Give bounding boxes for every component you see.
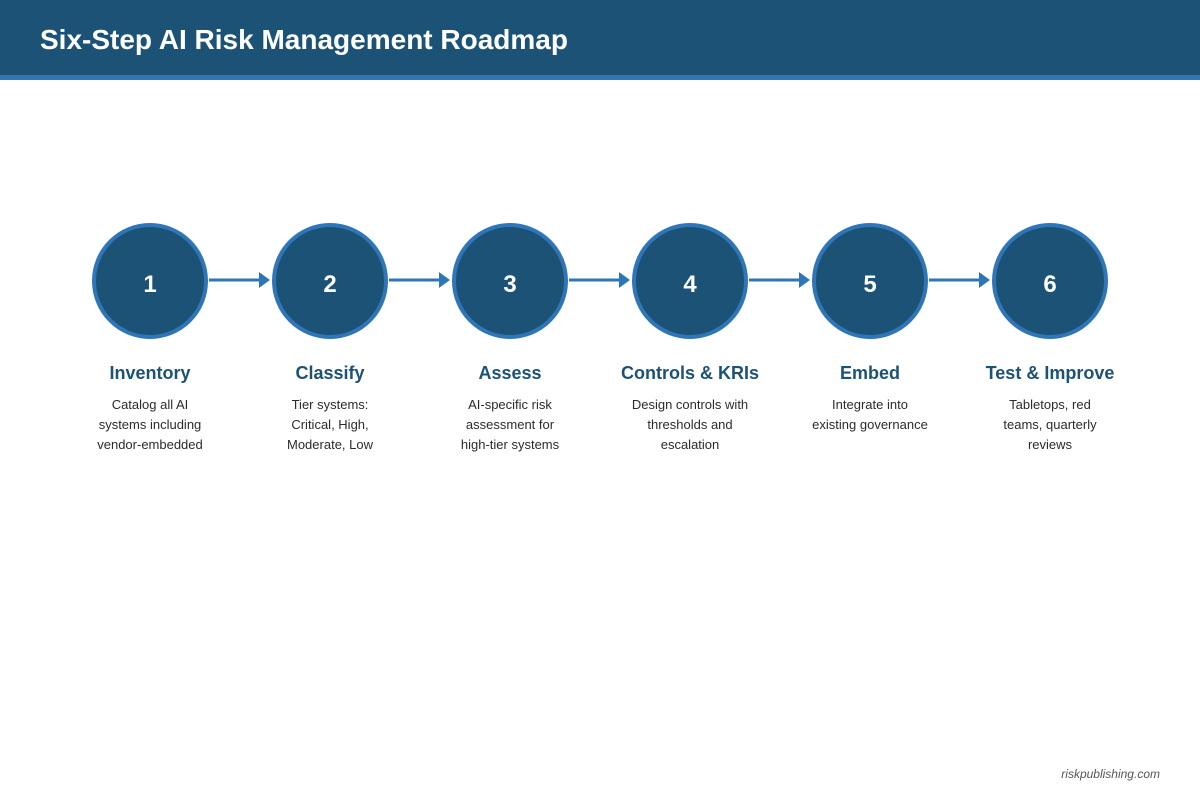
step-3: 3 Assess AI-specific risk assessment for… — [420, 223, 600, 455]
step-title: Inventory — [109, 363, 191, 383]
step-title: Controls & KRIs — [620, 363, 759, 383]
step-title: Classify — [295, 363, 365, 383]
step-5: 5 Embed Integrate into existing governan… — [780, 223, 960, 435]
header-bar: Six-Step AI Risk Management Roadmap — [0, 0, 1200, 75]
step-number-circle: 2 — [272, 223, 388, 339]
step-title: Assess — [478, 363, 542, 383]
step-4: 4 Controls & KRIs Design controls with t… — [600, 223, 780, 455]
step-title: Embed — [839, 363, 900, 383]
step-description: Design controls with thresholds and esca… — [631, 397, 749, 452]
step-description: Tier systems: Critical, High, Moderate, … — [287, 397, 373, 452]
step-description: Integrate into existing governance — [812, 397, 928, 432]
step-description: Tabletops, red teams, quarterly reviews — [1003, 397, 1097, 452]
step-number-circle: 6 — [992, 223, 1108, 339]
step-title: Test & Improve — [985, 363, 1115, 383]
step-2: 2 Classify Tier systems: Critical, High,… — [240, 223, 420, 455]
source-credit: riskpublishing.com — [1061, 767, 1160, 781]
arrow-right-icon — [569, 272, 630, 288]
step-description: Catalog all AI systems including vendor-… — [97, 397, 203, 452]
header-divider — [0, 75, 1200, 80]
arrow-right-icon — [929, 272, 990, 288]
step-number-circle: 3 — [452, 223, 568, 339]
arrow-right-icon — [389, 272, 450, 288]
arrow-right-icon — [749, 272, 810, 288]
page-title: Six-Step AI Risk Management Roadmap — [40, 24, 568, 55]
step-number-circle: 5 — [812, 223, 928, 339]
step-6: 6 Test & Improve Tabletops, red teams, q… — [960, 223, 1140, 455]
step-number-circle: 1 — [92, 223, 208, 339]
step-1: 1 Inventory Catalog all AI systems inclu… — [60, 223, 240, 455]
step-description: AI-specific risk assessment for high-tie… — [460, 397, 560, 452]
step-number-circle: 4 — [632, 223, 748, 339]
arrow-right-icon — [209, 272, 270, 288]
